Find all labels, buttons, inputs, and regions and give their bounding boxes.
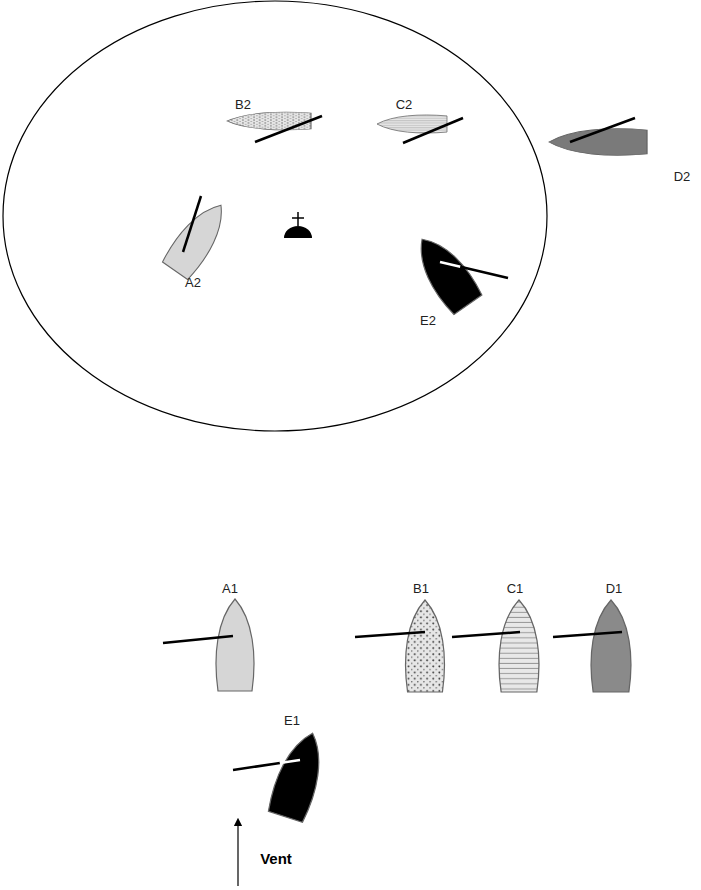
boat-label: B2 xyxy=(235,98,251,111)
sailboat xyxy=(355,600,444,692)
boat-label: D1 xyxy=(606,582,623,595)
boat-label: A1 xyxy=(222,582,238,595)
sailboat xyxy=(407,228,508,315)
boat-label: A2 xyxy=(185,276,201,289)
boat-label: D2 xyxy=(674,170,691,183)
sailboat xyxy=(549,118,647,155)
sailboat xyxy=(452,600,539,692)
sailboat xyxy=(161,195,235,280)
boat-label: C2 xyxy=(396,98,413,111)
sailboat xyxy=(553,600,631,692)
mark-circle xyxy=(3,1,547,431)
boat-label: C1 xyxy=(507,582,524,595)
wind-arrow xyxy=(237,822,238,886)
sailboat xyxy=(377,115,463,143)
sailboat xyxy=(163,599,254,691)
sailboat xyxy=(227,112,322,142)
boat-label: E1 xyxy=(284,714,300,727)
boat-label: E2 xyxy=(420,314,436,327)
sailboat xyxy=(233,727,332,823)
wind-label: Vent xyxy=(260,851,292,866)
boat-label: B1 xyxy=(413,582,429,595)
buoy xyxy=(284,212,312,238)
